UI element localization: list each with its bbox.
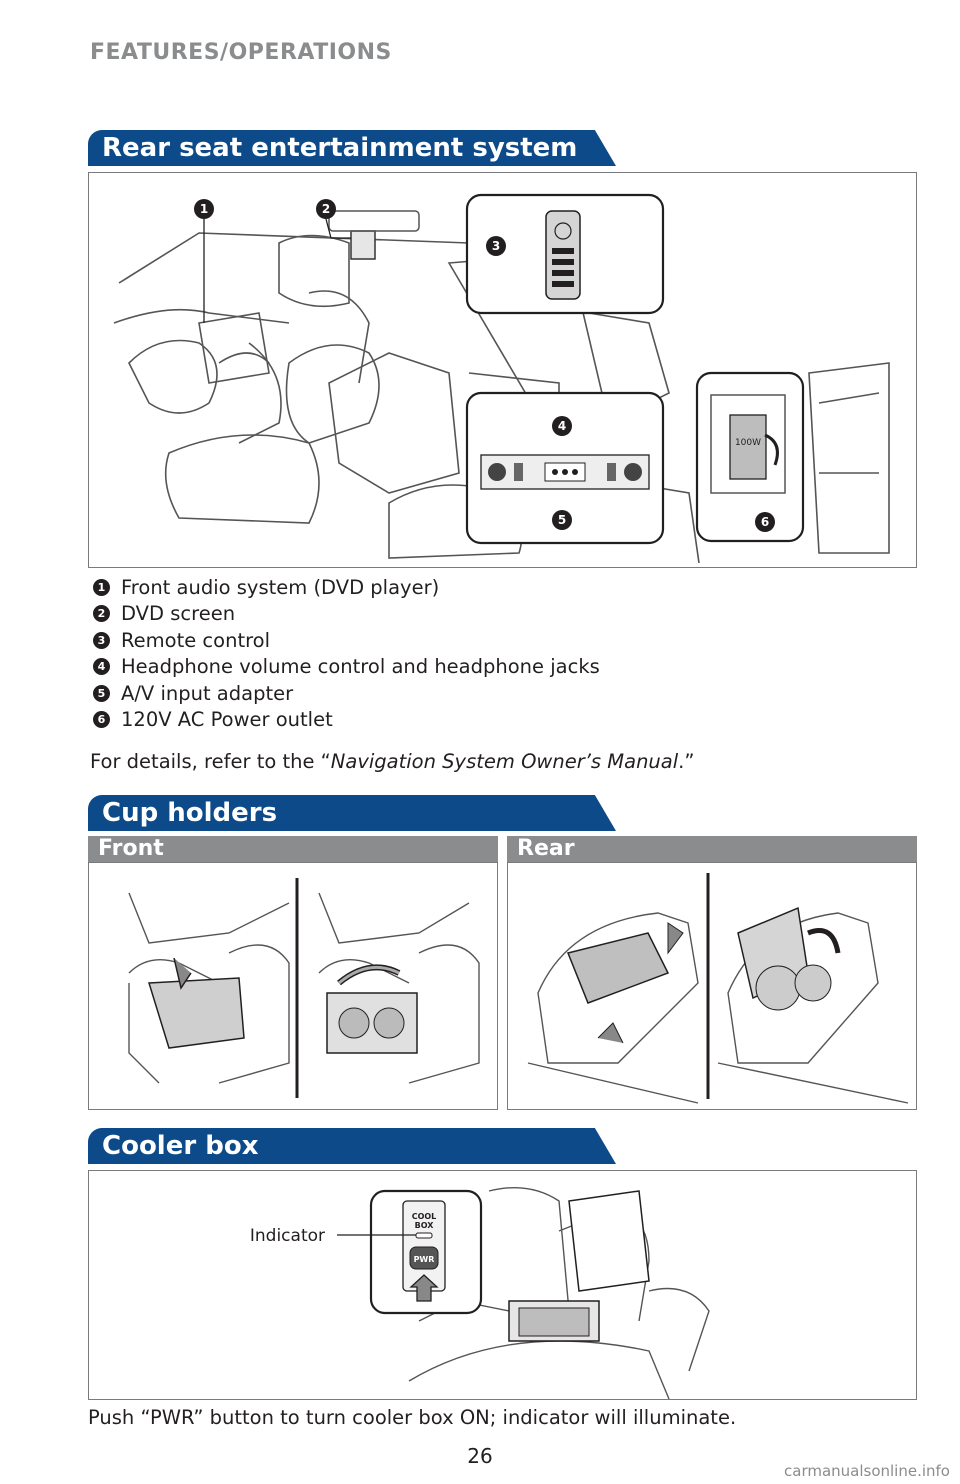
number-badge: 3 [93, 631, 110, 649]
svg-text:6: 6 [761, 515, 769, 529]
legend-label: 120V AC Power outlet [121, 708, 333, 732]
details-prefix: For details, refer to the “ [90, 750, 331, 773]
legend-label: A/V input adapter [121, 681, 294, 705]
callout-badge-5: 5 [552, 510, 572, 530]
cooler-box-drawing: COOL BOX PWR Indicator [250, 1186, 710, 1399]
cooler-box-illustration: COOL BOX PWR Indicator [88, 1170, 917, 1400]
push-arrow-icon [409, 1274, 439, 1302]
rear-seat-legend: 1 Front audio system (DVD player) 2 DVD sc… [93, 574, 600, 733]
pwr-button-label: PWR [414, 1255, 435, 1264]
details-suffix: .” [678, 750, 695, 773]
svg-text:5: 5 [558, 513, 566, 527]
section-header-label: FEATURES/OPERATIONS [90, 40, 392, 65]
callout-badge-2: 2 [316, 199, 336, 219]
rear-subhead: Rear [507, 836, 917, 862]
front-cup-holder-drawing [128, 878, 480, 1098]
legend-item: 3 Remote control [93, 627, 600, 654]
svg-text:4: 4 [558, 419, 566, 433]
svg-text:3: 3 [492, 239, 500, 253]
indicator-label: Indicator [250, 1226, 325, 1246]
legend-label: Headphone volume control and headphone j… [121, 655, 600, 679]
legend-item: 4 Headphone volume control and headphone … [93, 654, 600, 681]
cup-holders-heading: Cup holders [88, 795, 616, 831]
manual-title: Navigation System Owner’s Manual [330, 750, 679, 773]
legend-item: 6 120V AC Power outlet [93, 707, 600, 734]
rear-cup-holder-illustration [507, 862, 917, 1110]
cool-box-label-line2: BOX [415, 1221, 435, 1230]
watermark: carmanualsonline.info [784, 1462, 950, 1480]
number-badge: 5 [93, 684, 110, 702]
rear-seat-illustration: 100W 1 2 3 4 5 6 [88, 172, 917, 568]
legend-item: 2 DVD screen [93, 601, 600, 628]
callout-badge-4: 4 [552, 416, 572, 436]
callout-badge-3: 3 [486, 236, 506, 256]
svg-text:1: 1 [200, 202, 208, 216]
number-badge: 6 [93, 711, 110, 729]
number-badge: 4 [93, 658, 110, 676]
cool-box-label-line1: COOL [412, 1212, 437, 1221]
page-number: 26 [467, 1444, 493, 1468]
front-subhead: Front [88, 836, 498, 862]
details-reference: For details, refer to the “Navigation Sy… [90, 750, 694, 773]
cooler-box-heading: Cooler box [88, 1128, 616, 1164]
rear-seat-entertainment-heading: Rear seat entertainment system [88, 130, 616, 166]
svg-text:2: 2 [322, 202, 330, 216]
legend-item: 1 Front audio system (DVD player) [93, 574, 600, 601]
pwr-button [409, 1246, 439, 1270]
number-badge: 2 [93, 605, 110, 623]
cooler-box-instruction: Push “PWR” button to turn cooler box ON;… [88, 1406, 737, 1429]
legend-label: DVD screen [121, 602, 236, 626]
callout-badge-6: 6 [755, 512, 775, 532]
front-cup-holder-illustration [88, 862, 498, 1110]
outlet-rating-label: 100W [735, 438, 761, 448]
legend-label: Remote control [121, 628, 271, 652]
legend-label: Front audio system (DVD player) [121, 575, 440, 599]
callout-badge-1: 1 [194, 199, 214, 219]
vehicle-interior-drawing: 100W 1 2 3 4 5 6 [113, 193, 890, 564]
indicator-light [415, 1232, 433, 1239]
legend-item: 5 A/V input adapter [93, 680, 600, 707]
rear-cup-holder-drawing [527, 873, 909, 1104]
number-badge: 1 [93, 578, 110, 596]
